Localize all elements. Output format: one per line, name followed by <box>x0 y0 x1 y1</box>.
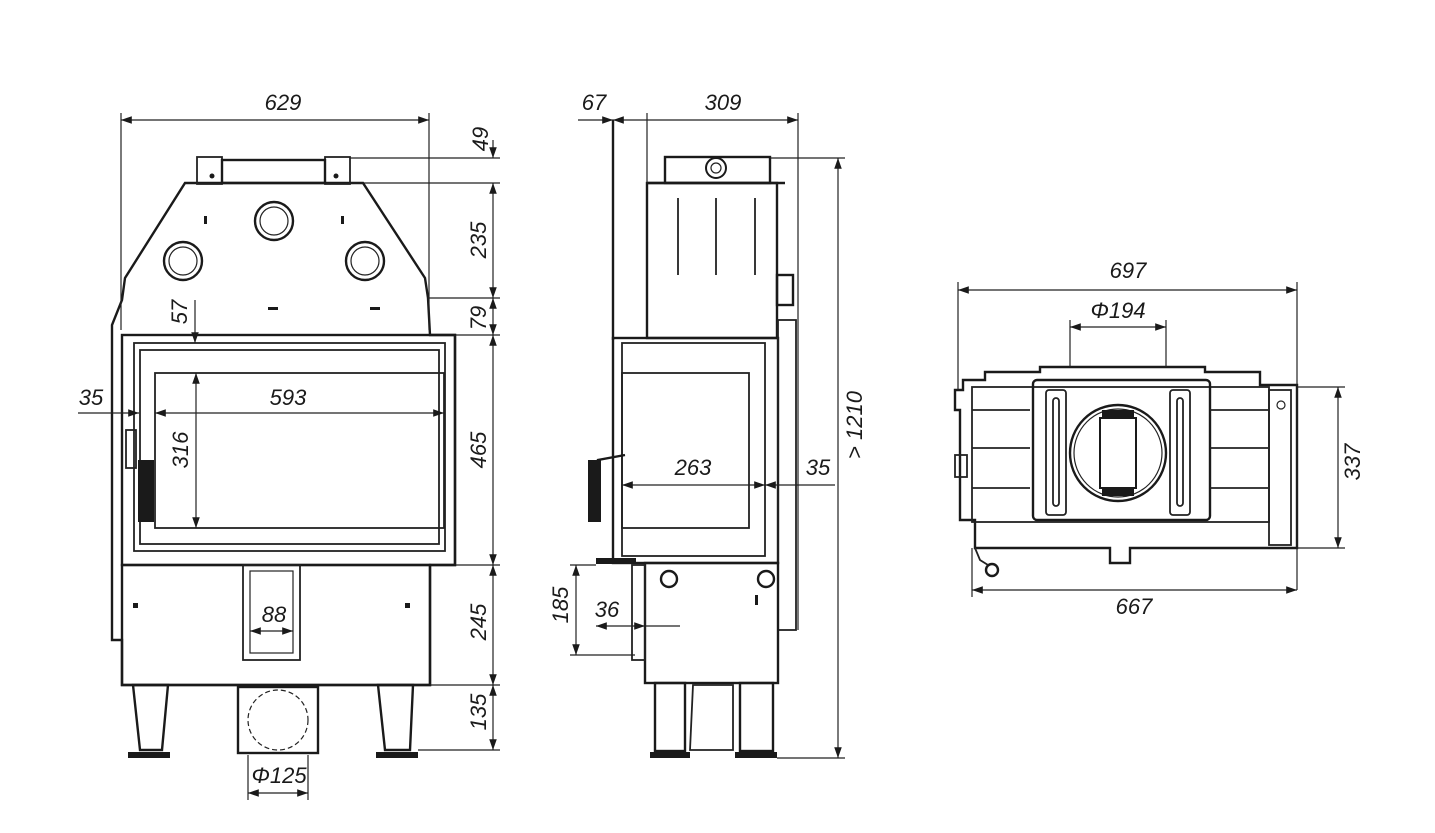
side-handle-height-label: 185 <box>548 586 573 623</box>
side-top-lug <box>705 157 727 179</box>
front-right-bracket <box>324 156 351 185</box>
front-collar-label: 79 <box>466 306 491 330</box>
side-front-leg <box>653 681 687 753</box>
front-air-inlet-panel <box>242 564 301 661</box>
front-door-handle <box>125 429 137 469</box>
top-left-slot <box>1045 389 1067 516</box>
front-top-height-label: 235 <box>466 221 491 259</box>
top-depth-label: 337 <box>1340 443 1365 480</box>
top-base-width-label: 667 <box>1116 594 1153 619</box>
front-left-leg <box>131 683 170 752</box>
front-right-leg <box>376 683 415 752</box>
top-handle-knob <box>984 562 1000 578</box>
side-rear-gap-label: 35 <box>806 455 831 480</box>
top-view: 697 Φ194 337 667 <box>953 258 1365 619</box>
front-top-outlet-right <box>344 240 386 282</box>
front-top-outlet-center <box>253 200 295 242</box>
front-top-offset-label: 49 <box>468 127 493 151</box>
front-glass <box>154 372 445 529</box>
front-glass-height-label: 316 <box>168 431 193 468</box>
front-top-outlet-left <box>162 240 204 282</box>
top-outline <box>953 365 1299 565</box>
top-flue-outlet <box>1068 403 1168 503</box>
front-air-inlet-width-label: 88 <box>262 602 287 627</box>
front-door-height-label: 465 <box>466 431 491 468</box>
side-door-handle <box>596 453 626 518</box>
front-glass-margin-label: 57 <box>167 299 192 324</box>
front-glass-width-label: 593 <box>270 385 307 410</box>
side-total-height-label: > 1210 <box>842 390 867 459</box>
top-right-slot <box>1169 389 1191 516</box>
side-top-housing <box>645 181 779 340</box>
front-view: 629 49 235 79 465 245 135 57 35 593 316 … <box>78 90 500 800</box>
front-air-inlet-diameter-label: Φ125 <box>251 763 307 788</box>
front-left-bracket <box>196 156 223 185</box>
front-air-inlet-box <box>236 685 320 755</box>
front-width-label: 629 <box>265 90 302 115</box>
side-handle-offset-label: 36 <box>595 597 620 622</box>
side-firebox <box>611 336 780 565</box>
side-chamber-depth-label: 263 <box>674 455 712 480</box>
side-view: 67 309 > 1210 263 35 185 36 <box>548 90 867 759</box>
side-depth-label: 309 <box>705 90 742 115</box>
top-flue-diameter-label: Φ194 <box>1090 298 1145 323</box>
top-width-label: 697 <box>1110 258 1147 283</box>
front-side-offset-label: 35 <box>79 385 104 410</box>
top-flue-plate <box>1031 378 1212 522</box>
front-top-collar <box>220 158 327 185</box>
side-front-offset-label: 67 <box>582 90 607 115</box>
front-leg-height-label: 135 <box>466 693 491 730</box>
side-rear-leg <box>738 681 775 753</box>
front-base-height-label: 245 <box>466 603 491 641</box>
